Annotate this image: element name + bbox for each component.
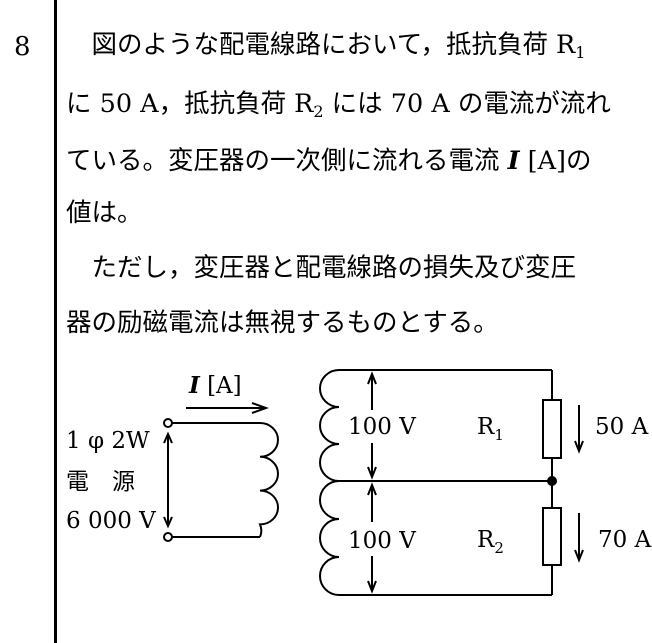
question-number: 8 — [14, 32, 31, 62]
source-voltage-label: 6 000 V — [66, 508, 156, 534]
margin-rule — [54, 0, 57, 643]
lower-voltage-label: 100 V — [348, 528, 416, 554]
r2-label: R — [477, 527, 495, 553]
r1-label-sub: 1 — [494, 426, 504, 444]
svg-text:I [A]: I [A] — [188, 372, 242, 399]
question-line-1: 図のような配電線路において，抵抗負荷 R1 — [66, 30, 646, 62]
question-line-2: に 50 A，抵抗負荷 R2 には 70 A の電流が流れ — [66, 89, 646, 121]
r2-current-label: 70 A — [598, 527, 652, 553]
diagram-current-unit: [A] — [200, 373, 242, 399]
svg-text:R1: R1 — [477, 414, 504, 444]
secondary-circuit — [319, 369, 584, 596]
upper-voltage-label: 100 V — [348, 414, 416, 440]
resistor-r2 — [542, 507, 562, 566]
diagram-current-symbol: I — [188, 372, 201, 399]
neutral-junction — [547, 476, 557, 486]
question-line-4: 値は。 — [66, 198, 143, 228]
line-2-text-a: に 50 A，抵抗負荷 R — [66, 89, 314, 119]
r2-subscript: 2 — [313, 102, 324, 121]
line-2-text-b: には 70 A の電流が流れ — [323, 89, 611, 119]
line-3-text-a: ている。変圧器の一次側に流れる電流 — [66, 146, 508, 176]
question-line-3: ている。変圧器の一次側に流れる電流 I [A]の — [66, 146, 646, 176]
current-symbol-i: I — [507, 146, 520, 176]
question-line-6: 器の励磁電流は無視するものとする。 — [66, 308, 499, 338]
line-3-text-b: [A]の — [519, 146, 592, 176]
primary-winding — [258, 422, 279, 538]
resistor-r1 — [542, 399, 562, 459]
r1-subscript: 1 — [575, 43, 586, 62]
svg-text:R2: R2 — [477, 527, 504, 557]
secondary-winding-upper — [319, 369, 340, 482]
line-1-text: 図のような配電線路において，抵抗負荷 R — [66, 30, 576, 60]
source-terminal-bottom — [163, 532, 173, 542]
source-terminal-top — [163, 418, 173, 428]
r1-label: R — [477, 414, 495, 440]
question-line-5: ただし，変圧器と配電線路の損失及び変圧 — [66, 253, 577, 283]
source-phase-label: 1 φ 2W — [66, 428, 150, 454]
r1-current-label: 50 A — [595, 414, 649, 440]
primary-circuit — [163, 402, 279, 542]
source-name-label: 電 源 — [66, 469, 135, 495]
r2-label-sub: 2 — [494, 539, 504, 557]
secondary-winding-lower — [319, 480, 340, 596]
